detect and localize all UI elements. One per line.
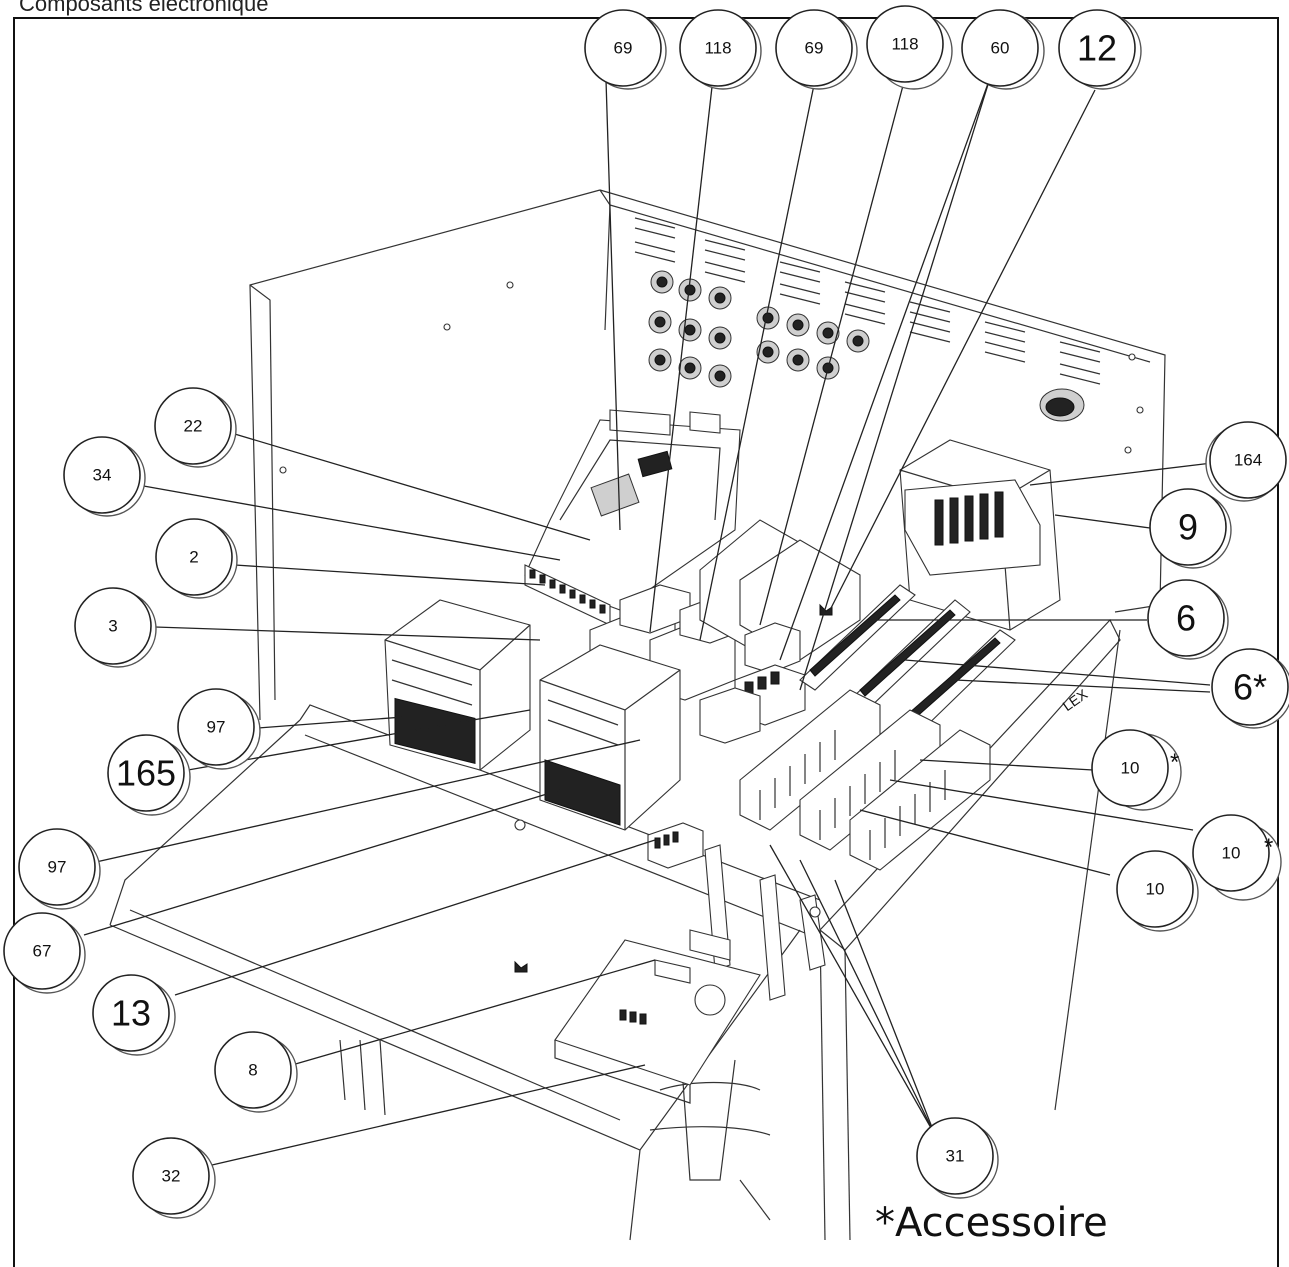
- svg-text:10: 10: [1222, 844, 1241, 863]
- callout-6: 6: [1147, 579, 1229, 660]
- callout-34: 34: [63, 436, 146, 517]
- svg-text:97: 97: [48, 858, 67, 877]
- svg-text:97: 97: [207, 718, 226, 737]
- svg-text:6*: 6*: [1233, 667, 1267, 708]
- cabinet-body: [109, 189, 1166, 1241]
- callout-3: 3: [74, 587, 157, 668]
- svg-text:164: 164: [1234, 451, 1262, 470]
- diagram-title: Composants électronique: [19, 0, 269, 16]
- callout-165: 165: [107, 734, 191, 816]
- svg-text:10: 10: [1121, 759, 1140, 778]
- svg-text:8: 8: [248, 1061, 257, 1080]
- callout-12: 12: [1058, 9, 1142, 90]
- callout-60: 60: [961, 9, 1045, 90]
- callout-2: 2: [155, 518, 238, 599]
- svg-text:6: 6: [1176, 598, 1196, 639]
- asterisk-marker: *: [1170, 749, 1179, 776]
- svg-text:67: 67: [33, 942, 52, 961]
- callout-67: 67: [3, 912, 86, 994]
- svg-text:118: 118: [704, 39, 731, 58]
- svg-text:2: 2: [189, 548, 198, 567]
- vent-slots: [634, 217, 1101, 385]
- svg-text:118: 118: [891, 35, 918, 54]
- svg-text:3: 3: [108, 617, 117, 636]
- callout-164: 164: [1205, 421, 1287, 502]
- svg-text:22: 22: [184, 417, 203, 436]
- svg-text:34: 34: [93, 466, 112, 485]
- accessory-footnote: *Accessoire: [875, 1200, 1108, 1246]
- cabinet-mark: LEX: [1060, 685, 1091, 714]
- callout-69-left: 69: [584, 9, 667, 90]
- svg-text:12: 12: [1077, 28, 1117, 69]
- svg-text:10: 10: [1146, 880, 1165, 899]
- svg-text:69: 69: [614, 39, 633, 58]
- svg-text:69: 69: [805, 39, 824, 58]
- callout-97-top: 97: [177, 688, 261, 770]
- callout-32: 32: [132, 1137, 216, 1219]
- callout-9: 9: [1149, 488, 1232, 569]
- callout-10: 10: [1116, 850, 1199, 932]
- callouts: 69 118 69 118 60 12 22 34: [3, 5, 1289, 1219]
- callout-118-right: 118: [866, 5, 953, 90]
- leader-lines: [83, 77, 1213, 1166]
- callout-8: 8: [214, 1031, 298, 1113]
- cable-glands: [648, 270, 1085, 422]
- svg-text:9: 9: [1178, 507, 1198, 548]
- svg-text:31: 31: [946, 1147, 965, 1166]
- callout-13: 13: [92, 974, 176, 1056]
- components: LEX: [279, 281, 1144, 1104]
- asterisk-marker: *: [1264, 834, 1273, 861]
- callout-118-left: 118: [679, 9, 762, 90]
- svg-text:32: 32: [162, 1167, 181, 1186]
- callout-22: 22: [154, 387, 237, 468]
- callout-69-right: 69: [775, 9, 858, 90]
- callout-6-accessory: 6*: [1211, 648, 1289, 729]
- svg-text:165: 165: [116, 753, 176, 794]
- callout-31: 31: [916, 1117, 999, 1199]
- svg-text:60: 60: [991, 39, 1010, 58]
- callout-10-accessory-middle: 10 *: [1192, 814, 1282, 901]
- callout-97-bottom: 97: [18, 828, 101, 910]
- svg-text:13: 13: [111, 993, 151, 1034]
- callout-10-accessory-top: 10 *: [1091, 729, 1182, 811]
